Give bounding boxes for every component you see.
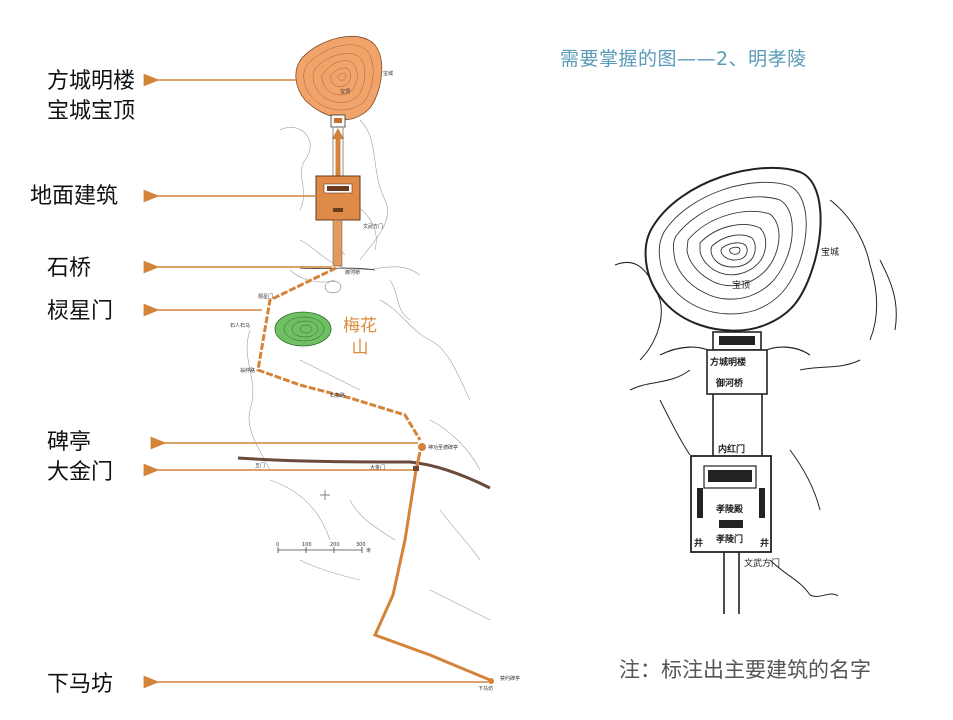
terrain-lines bbox=[246, 119, 491, 621]
left-map-lingxing: 棂星门 bbox=[258, 293, 273, 300]
small-hill bbox=[324, 280, 342, 294]
left-mound bbox=[295, 36, 383, 120]
left-map-wengzhong: 翁仲路 bbox=[240, 367, 255, 374]
corridor-arrow bbox=[332, 128, 344, 139]
right-neihongmen: 内红门 bbox=[718, 443, 745, 455]
right-jing-right: 井 bbox=[760, 537, 769, 549]
right-fangcheng bbox=[706, 349, 768, 395]
left-map-yuhe: 御河桥 bbox=[345, 269, 360, 276]
right-xiaolingdian: 孝陵殿 bbox=[715, 503, 744, 515]
label-fangcheng: 方城明楼 宝城宝顶 bbox=[47, 69, 136, 124]
left-map-jinbei: 禁约碑亭 bbox=[500, 675, 520, 682]
svg-text:米: 米 bbox=[366, 547, 371, 554]
shendao-lower bbox=[372, 451, 491, 682]
left-map-shixiangdao: 石象路 bbox=[330, 392, 345, 399]
left-fangcheng-roof bbox=[334, 118, 342, 123]
right-jing-left: 井 bbox=[694, 537, 703, 549]
right-gate-block bbox=[719, 520, 743, 528]
right-terrain bbox=[614, 199, 897, 597]
left-complex-hall-roof bbox=[327, 186, 349, 191]
right-map: 宝城 宝顶 方城明楼 御河桥 内红门 孝陵殿 孝陵门 井 井 文武方门 bbox=[614, 166, 897, 614]
left-corridor-down bbox=[332, 219, 343, 267]
svg-text:200: 200 bbox=[330, 542, 340, 548]
note-text: 注：标注出主要建筑的名字 bbox=[619, 658, 871, 682]
right-xiaolingmen: 孝陵门 bbox=[715, 533, 743, 545]
left-complex-gate bbox=[333, 208, 343, 212]
left-map-wenwu: 文武方门 bbox=[363, 223, 383, 230]
label-shiqiao: 石桥 bbox=[47, 256, 92, 281]
right-yuheqiao: 御河桥 bbox=[715, 377, 744, 389]
right-mound bbox=[644, 166, 822, 332]
dajinmen-gate bbox=[413, 466, 419, 471]
left-beiting bbox=[418, 443, 426, 451]
right-side-left bbox=[697, 488, 703, 518]
right-side-right bbox=[759, 488, 765, 518]
left-map-baocheng: 宝城 bbox=[383, 70, 393, 77]
right-fangchengminglou: 方城明楼 bbox=[710, 356, 746, 368]
right-wenwufangmen: 文武方门 bbox=[744, 557, 780, 569]
left-map-wumen: 五门 bbox=[255, 462, 265, 469]
wall-line bbox=[237, 456, 491, 490]
right-minglou-roof bbox=[719, 336, 755, 345]
shendao-upper bbox=[256, 266, 422, 441]
left-map-shixiang: 石人石马 bbox=[230, 322, 250, 329]
left-map-baoding: 宝顶 bbox=[340, 88, 350, 95]
left-complex bbox=[315, 175, 361, 221]
meihua-hill bbox=[274, 311, 332, 347]
right-hall-roof bbox=[708, 470, 752, 482]
svg-text:100: 100 bbox=[302, 542, 312, 548]
label-xiamafang: 下马坊 bbox=[47, 672, 114, 697]
label-arrows bbox=[143, 73, 488, 689]
label-dimian: 地面建筑 bbox=[30, 184, 119, 209]
left-map-shenglu: 神功圣德碑亭 bbox=[428, 444, 458, 451]
meihuashan-label: 梅花 山 bbox=[343, 316, 377, 358]
right-mound-contours bbox=[658, 181, 807, 315]
left-map-dajinmen: 大金门 bbox=[370, 464, 385, 471]
right-baoding: 宝顶 bbox=[732, 279, 750, 291]
meihua-contours bbox=[283, 316, 325, 342]
label-lingxing: 棂星门 bbox=[47, 299, 114, 324]
left-map: 宝城 宝顶 文武方门 御河桥 棂星门 石人石马 翁仲路 石象路 bbox=[230, 36, 520, 692]
svg-text:300: 300 bbox=[356, 542, 366, 548]
svg-text:0: 0 bbox=[276, 542, 279, 548]
page-title: 需要掌握的图——2、明孝陵 bbox=[560, 48, 807, 70]
label-beiting: 碑亭 大金门 bbox=[47, 430, 114, 485]
right-baocheng: 宝城 bbox=[821, 246, 839, 258]
scale-bar: 0 100 200 300 米 bbox=[276, 542, 371, 554]
xiamafang-marker bbox=[488, 678, 494, 684]
cross-marker bbox=[320, 490, 330, 500]
left-map-xiama: 下马坊 bbox=[478, 685, 493, 692]
